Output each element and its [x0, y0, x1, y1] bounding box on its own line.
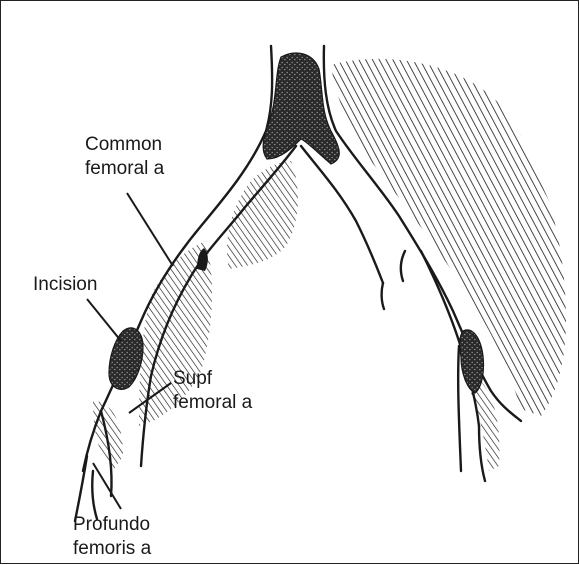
label-common-femoral: Common femoral a	[85, 133, 164, 181]
right-distal-hatching	[471, 381, 499, 471]
label-supf-line2: femoral a	[173, 391, 252, 415]
label-profundo-line1: Profundo	[73, 513, 151, 537]
label-superficial-femoral: Supf femoral a	[173, 367, 252, 415]
label-profundo-line2: femoris a	[73, 537, 151, 561]
right-tissue-hatching	[331, 59, 566, 416]
incision-leader	[87, 299, 121, 341]
label-incision: Incision	[33, 273, 97, 297]
common-femoral-leader	[127, 193, 173, 266]
incision-mark	[109, 328, 143, 389]
label-profundo-femoris: Profundo femoris a	[73, 513, 151, 561]
right-distal-dark	[460, 330, 484, 393]
label-common-femoral-line1: Common	[85, 133, 164, 157]
label-common-femoral-line2: femoral a	[85, 157, 164, 181]
profundo-leader	[93, 463, 121, 509]
label-supf-line1: Supf	[173, 367, 252, 391]
profundo-tissue-hatching	[93, 401, 123, 471]
